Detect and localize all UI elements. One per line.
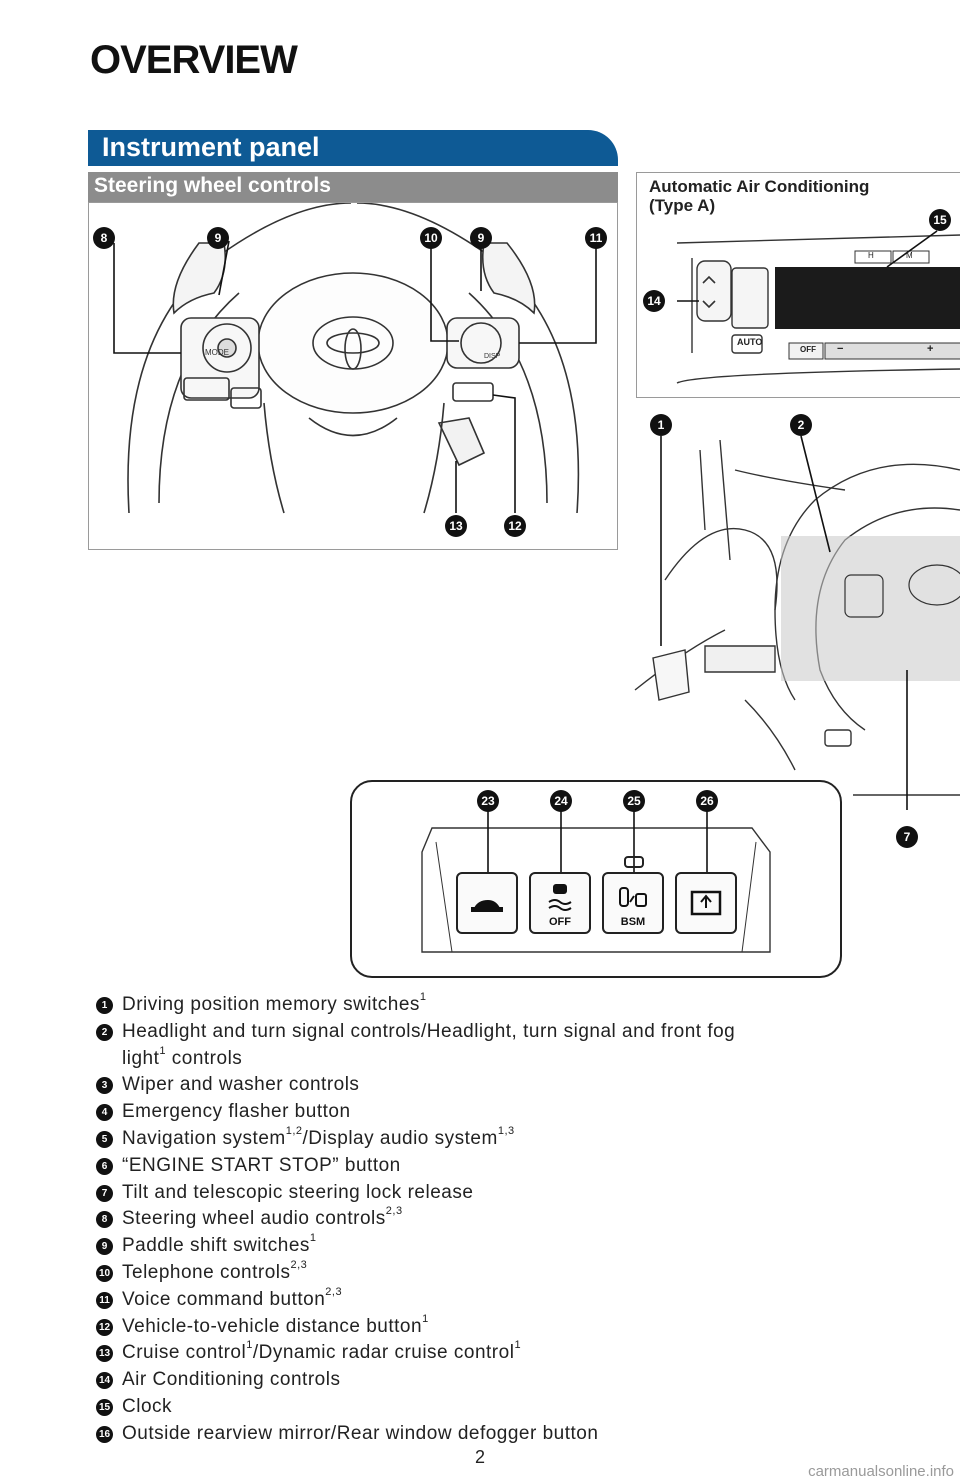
ac-fan-plus: + xyxy=(927,343,934,355)
trunk-opener-button[interactable] xyxy=(456,872,518,934)
page-number: 2 xyxy=(474,1447,485,1467)
switch-panel-outline xyxy=(421,810,771,953)
ac-panel-diagram: Automatic Air Conditioning (Type A) AUTO… xyxy=(636,172,960,398)
ac-panel-illustration xyxy=(676,230,960,384)
callout-12: 12 xyxy=(504,515,526,537)
callout-9b: 9 xyxy=(470,227,492,249)
callout-26: 26 xyxy=(696,790,718,812)
callout-2: 2 xyxy=(790,414,812,436)
dashboard-illustration xyxy=(634,435,960,810)
section-title: Instrument panel xyxy=(102,132,320,162)
callout-15: 15 xyxy=(929,209,951,231)
page-title: OVERVIEW xyxy=(90,38,298,82)
callout-14: 14 xyxy=(643,290,665,312)
switch-panel-inset: OFF BSM 23 24 25 26 xyxy=(350,780,842,978)
callout-23: 23 xyxy=(477,790,499,812)
callout-13: 13 xyxy=(445,515,467,537)
steering-wheel-illustration: MODE DISP xyxy=(113,202,597,514)
bsm-label: BSM xyxy=(620,916,646,928)
section-header: Instrument panel xyxy=(88,130,618,166)
legend-item: 6“ENGINE START STOP” button xyxy=(96,1155,936,1182)
callout-7: 7 xyxy=(896,826,918,848)
ac-auto-label: AUTO xyxy=(737,337,763,347)
vsc-off-label: OFF xyxy=(549,916,571,928)
callout-1: 1 xyxy=(650,414,672,436)
vsc-off-icon xyxy=(548,884,572,911)
callout-11: 11 xyxy=(585,227,607,249)
legend-item-continued: light1 controls xyxy=(122,1044,243,1069)
rear-defogger-button[interactable] xyxy=(675,872,737,934)
steering-wheel-diagram: MODE DISP 8 9 10 9 11 13 12 xyxy=(88,202,618,550)
rear-defogger-icon xyxy=(690,890,722,916)
bsm-indicator xyxy=(624,856,644,868)
bsm-button[interactable]: BSM xyxy=(602,872,664,934)
callout-9: 9 xyxy=(207,227,229,249)
watermark: carmanualsonline.info xyxy=(808,1463,954,1480)
callout-25: 25 xyxy=(623,790,645,812)
callout-24: 24 xyxy=(550,790,572,812)
trunk-icon xyxy=(471,900,503,912)
clock-m-label: M xyxy=(906,251,913,260)
svg-text:DISP: DISP xyxy=(484,353,501,360)
svg-text:MODE: MODE xyxy=(205,348,229,357)
callout-10: 10 xyxy=(420,227,442,249)
ac-off-label: OFF xyxy=(800,345,816,354)
ac-fan-minus: − xyxy=(837,343,844,355)
callout-8: 8 xyxy=(93,227,115,249)
ac-title: Automatic Air Conditioning (Type A) xyxy=(649,177,870,215)
bsm-icon xyxy=(619,887,647,907)
vsc-off-button[interactable]: OFF xyxy=(529,872,591,934)
clock-h-label: H xyxy=(868,251,874,260)
subsection-header: Steering wheel controls xyxy=(88,172,618,202)
subsection-title: Steering wheel controls xyxy=(94,174,331,197)
